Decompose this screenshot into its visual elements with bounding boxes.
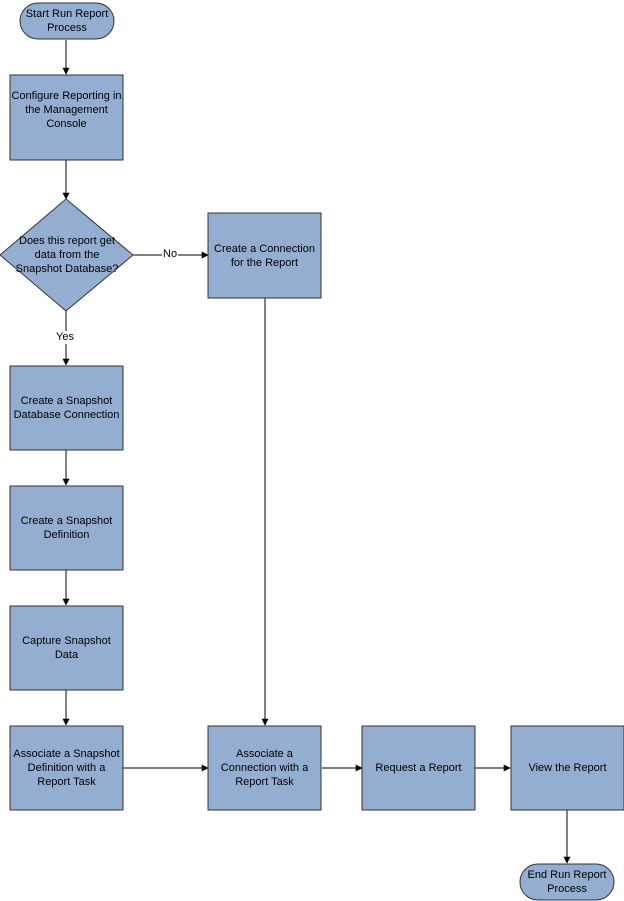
- end-label: End Run Report Process: [527, 869, 607, 895]
- associate-snapshot-definition-label: Associate a Snapshot Definition with a R…: [13, 748, 120, 788]
- capture-snapshot-process: [9, 605, 124, 691]
- start-label: Start Run Report Process: [25, 8, 109, 34]
- edge-label-yes: Yes: [55, 331, 75, 344]
- create-snapshot-definition-label: Create a Snapshot Definition: [20, 515, 113, 541]
- start-terminator: [19, 2, 115, 40]
- end-terminator: [519, 863, 615, 901]
- create-connection-process: [207, 212, 322, 299]
- capture-snapshot-label: Capture Snapshot Data: [22, 635, 111, 661]
- view-report-process: [510, 725, 624, 811]
- request-report-label: Request a Report: [375, 762, 462, 774]
- associate-connection-label: Associate a Connection with a Report Tas…: [220, 748, 309, 788]
- configure-label: Configure Reporting in the Management Co…: [11, 90, 122, 130]
- create-snapshot-connection-label: Create a Snapshot Database Connection: [13, 395, 120, 421]
- edge-label-no: No: [162, 248, 179, 261]
- create-snapshot-connection-process: [9, 365, 124, 451]
- snapshot-decision: [0, 198, 134, 312]
- create-connection-label: Create a Connection for the Report: [214, 242, 315, 269]
- associate-connection-process: [207, 725, 322, 811]
- create-snapshot-definition-process: [9, 485, 124, 571]
- decision-label: Does this report get data from the Snaps…: [15, 235, 119, 275]
- view-report-label: View the Report: [528, 762, 607, 774]
- associate-snapshot-definition-process: [9, 725, 124, 811]
- configure-process: [9, 74, 124, 161]
- request-report-process: [361, 725, 476, 811]
